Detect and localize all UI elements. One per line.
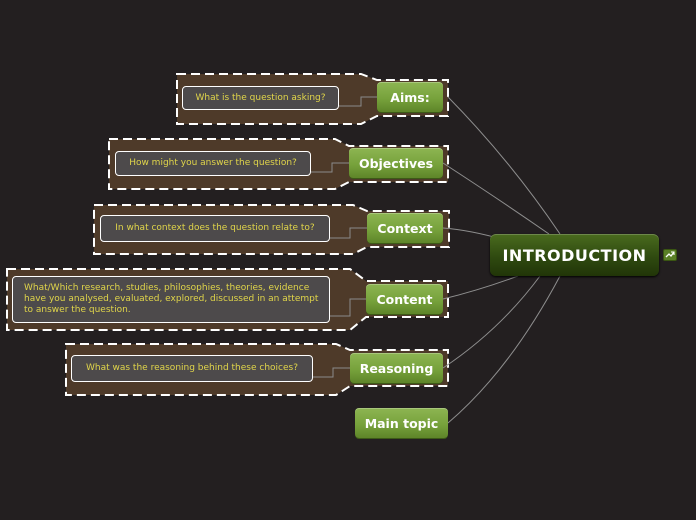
connector-main-topic bbox=[447, 275, 561, 424]
connector-content bbox=[442, 275, 519, 300]
note-objectives[interactable]: How might you answer the question? bbox=[115, 151, 311, 176]
topic-context[interactable]: Context bbox=[367, 213, 443, 243]
collapse-arrow-icon bbox=[665, 251, 675, 258]
collapse-button[interactable] bbox=[663, 249, 677, 261]
topic-context-label: Context bbox=[377, 220, 433, 236]
topic-reasoning-label: Reasoning bbox=[359, 360, 434, 376]
note-content[interactable]: What/Which research, studies, philosophi… bbox=[12, 276, 330, 323]
central-topic[interactable]: INTRODUCTION bbox=[490, 234, 659, 276]
topic-reasoning[interactable]: Reasoning bbox=[350, 353, 443, 383]
note-content-text: What/Which research, studies, philosophi… bbox=[24, 283, 319, 315]
note-context[interactable]: In what context does the question relate… bbox=[100, 215, 330, 242]
topic-main-topic[interactable]: Main topic bbox=[355, 408, 448, 438]
note-connector-context bbox=[330, 227, 367, 239]
connector-objectives bbox=[442, 162, 550, 235]
note-reasoning[interactable]: What was the reasoning behind these choi… bbox=[71, 355, 313, 382]
connector-aims bbox=[447, 96, 561, 235]
note-aims[interactable]: What is the question asking? bbox=[182, 86, 339, 110]
note-reasoning-text: What was the reasoning behind these choi… bbox=[86, 363, 298, 373]
note-objectives-text: How might you answer the question? bbox=[129, 158, 297, 168]
topic-objectives[interactable]: Objectives bbox=[349, 148, 443, 178]
central-topic-label: INTRODUCTION bbox=[502, 245, 647, 265]
connector-reasoning bbox=[442, 275, 541, 369]
topic-content[interactable]: Content bbox=[366, 284, 443, 314]
topic-aims[interactable]: Aims: bbox=[377, 82, 443, 112]
note-connector-reasoning bbox=[313, 367, 350, 378]
note-connector-objectives bbox=[311, 162, 349, 173]
topic-objectives-label: Objectives bbox=[358, 155, 434, 171]
note-context-text: In what context does the question relate… bbox=[115, 223, 315, 233]
topic-aims-label: Aims: bbox=[390, 89, 430, 105]
topic-content-label: Content bbox=[376, 291, 433, 307]
topic-main-topic-label: Main topic bbox=[364, 415, 439, 431]
note-aims-text: What is the question asking? bbox=[195, 92, 326, 103]
note-connector-content bbox=[330, 298, 366, 317]
note-connector-aims bbox=[339, 96, 377, 107]
